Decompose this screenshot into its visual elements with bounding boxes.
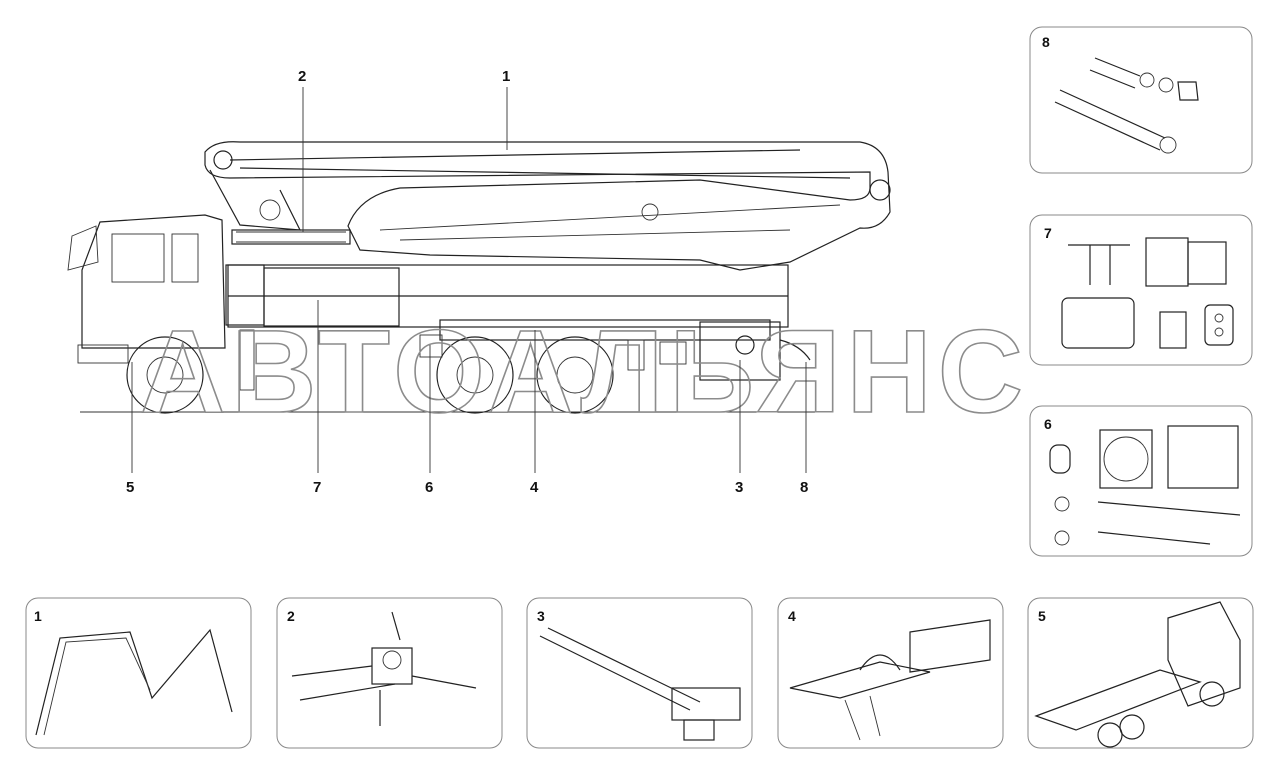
bottom-panel-5[interactable]: 5 — [1027, 597, 1254, 749]
callout-3: 3 — [735, 479, 743, 496]
truck-wheels — [126, 336, 614, 414]
leader-lines — [131, 87, 807, 473]
callout-6: 6 — [425, 479, 433, 496]
side-panel-6[interactable]: 6 — [1029, 405, 1253, 557]
bottom-panel-3[interactable]: 3 — [526, 597, 753, 749]
callout-5: 5 — [126, 479, 134, 496]
panel-7-label: 7 — [1044, 225, 1052, 241]
side-panel-7[interactable]: 7 — [1029, 214, 1253, 366]
bottom-panel-4-label: 4 — [788, 608, 796, 624]
callout-2: 2 — [298, 68, 306, 85]
bottom-panel-4[interactable]: 4 — [777, 597, 1004, 749]
bottom-panel-5-label: 5 — [1038, 608, 1046, 624]
callout-1: 1 — [502, 68, 510, 85]
bottom-panel-2[interactable]: 2 — [276, 597, 503, 749]
side-panel-8[interactable]: 8 — [1029, 26, 1253, 174]
truck-drawing — [67, 141, 891, 414]
callout-7: 7 — [313, 479, 321, 496]
callout-8: 8 — [800, 479, 808, 496]
panel-6-label: 6 — [1044, 416, 1052, 432]
bottom-panel-2-label: 2 — [287, 608, 295, 624]
watermark: АВТОАЛЬЯНС — [140, 306, 1029, 438]
bottom-panel-1-label: 1 — [34, 608, 42, 624]
panel-8-label: 8 — [1042, 34, 1050, 50]
main-callouts: 1 2 5 7 6 4 3 8 — [126, 68, 808, 496]
bottom-panel-3-label: 3 — [537, 608, 545, 624]
bottom-panel-1[interactable]: 1 — [25, 597, 252, 749]
callout-4: 4 — [530, 479, 539, 496]
